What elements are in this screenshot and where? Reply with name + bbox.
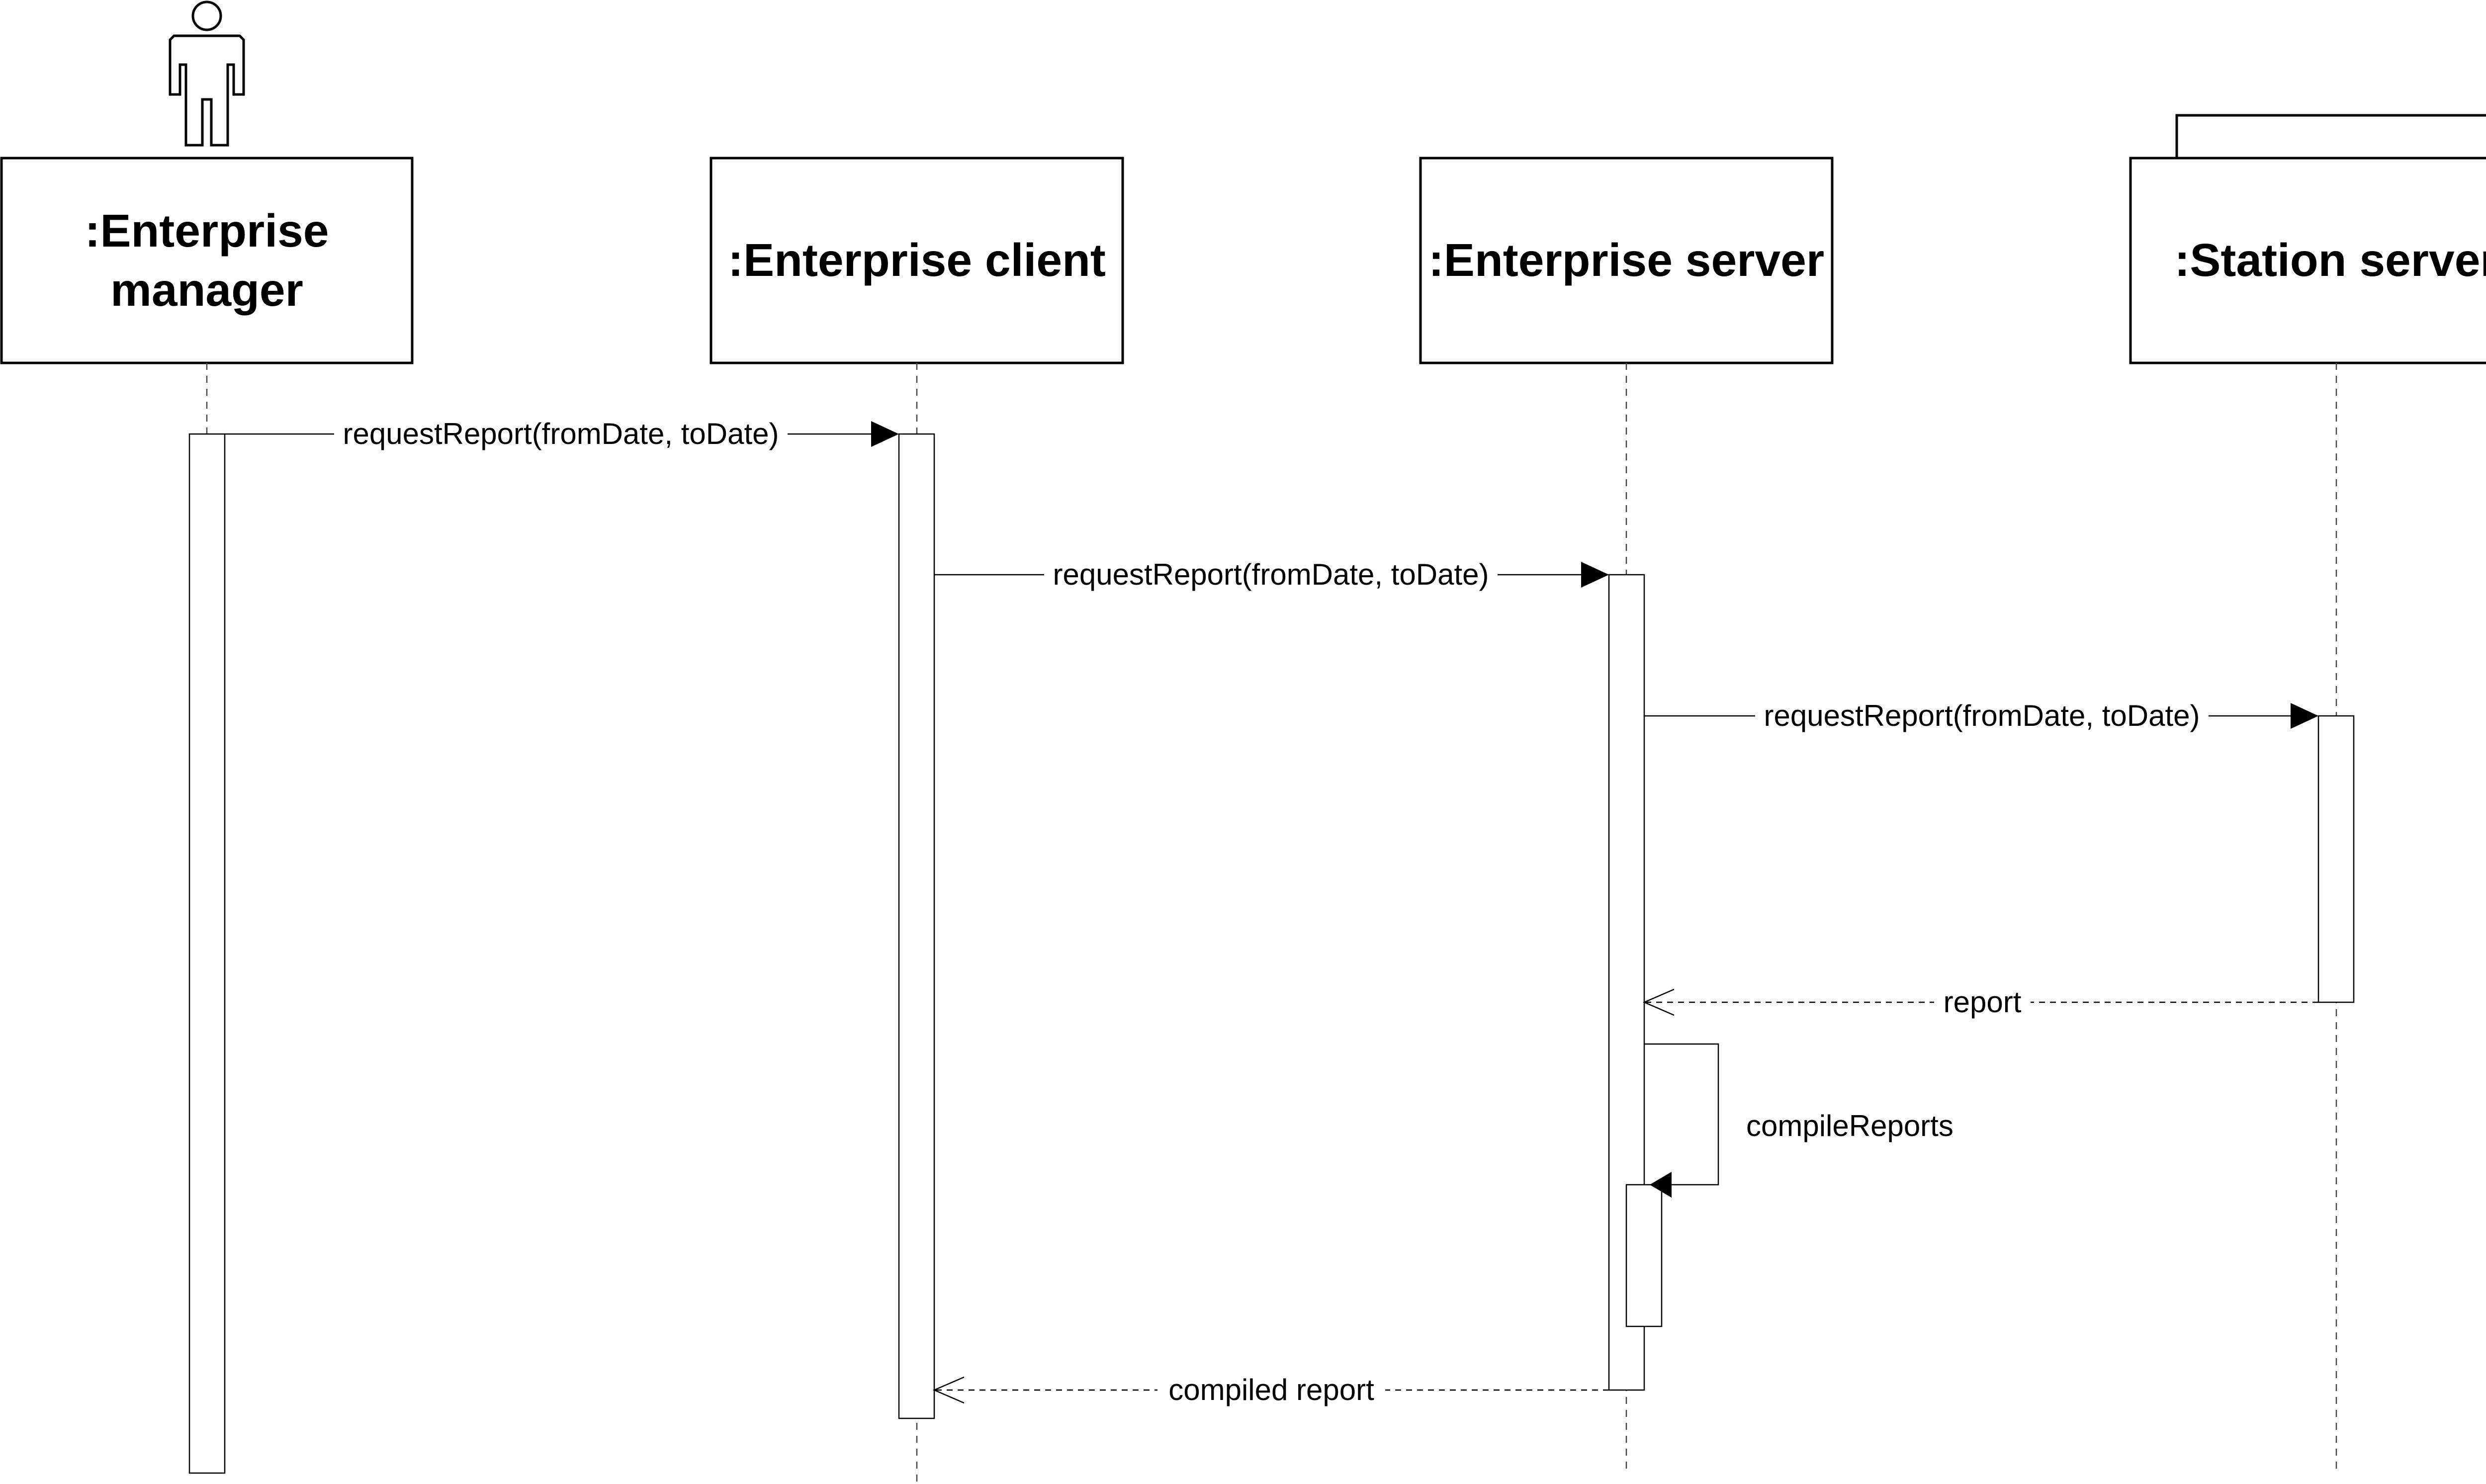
lifeline-enterprise-manager-title-line1: :Enterprise (85, 205, 329, 257)
message-self-compile-reports: compileReports (1644, 1043, 1953, 1198)
lifeline-enterprise-client-title: :Enterprise client (728, 234, 1106, 286)
message-return-compiled-report: compiled report (932, 1373, 1609, 1408)
lifeline-enterprise-client: :Enterprise client (710, 157, 1124, 364)
message-return-report: report (1642, 985, 2318, 1021)
message-label: requestReport(fromDate, toDate) (1053, 558, 1489, 591)
lifeline-station-server-title: :Station server (2174, 234, 2486, 286)
arrowhead-filled (1650, 1172, 1672, 1198)
arrowhead-filled (1581, 562, 1609, 588)
lifeline-enterprise-server-title: :Enterprise server (1428, 234, 1824, 286)
arrowhead-filled (871, 421, 899, 447)
lifeline-enterprise-server: :Enterprise server (1419, 157, 1834, 364)
lifeline-station-server: :Station server (2129, 114, 2486, 364)
message-label: report (1944, 985, 2022, 1019)
actor-icon (169, 0, 245, 147)
activation-station-server (2317, 715, 2355, 1003)
message-label: compileReports (1746, 1109, 1953, 1142)
activation-enterprise-manager (188, 433, 226, 1474)
arrowhead-filled (2291, 703, 2318, 729)
activation-enterprise-server-nested (1625, 1184, 1663, 1327)
activation-enterprise-client (898, 433, 935, 1419)
message-request-report-1: requestReport(fromDate, toDate) (225, 416, 899, 452)
lifeline-enterprise-manager-title-line2: manager (110, 264, 303, 316)
lifeline-enterprise-manager: :Enterprise manager (0, 157, 414, 364)
message-label: compiled report (1168, 1373, 1374, 1406)
message-label: requestReport(fromDate, toDate) (1764, 699, 2200, 732)
message-request-report-2: requestReport(fromDate, toDate) (934, 556, 1609, 593)
message-label: requestReport(fromDate, toDate) (343, 417, 779, 450)
arrowhead-open (1642, 988, 1675, 1016)
message-request-report-3: requestReport(fromDate, toDate) (1644, 698, 2318, 734)
arrowhead-open (932, 1376, 965, 1404)
